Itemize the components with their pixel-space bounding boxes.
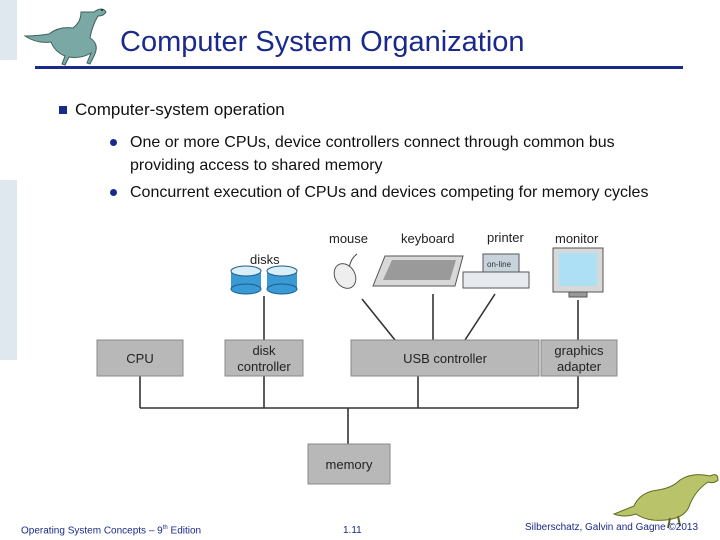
- usb-controller-box: USB controller: [350, 339, 540, 377]
- square-bullet-icon: [59, 106, 67, 114]
- mouse-icon: [333, 253, 358, 289]
- footer-book-title-suffix: Edition: [167, 525, 202, 537]
- disk-controller-label-line2: controller: [237, 359, 291, 374]
- round-bullet-icon: [110, 139, 117, 146]
- keyboard-icon: [372, 255, 464, 287]
- label-disks: disks: [250, 252, 280, 267]
- title-underline: [35, 66, 683, 69]
- cpu-label: CPU: [126, 351, 153, 366]
- memory-label: memory: [326, 457, 373, 472]
- footer-authors: Silberschatz, Galvin and Gagne ©2013: [525, 522, 699, 533]
- printer-icon: on-line: [462, 253, 530, 289]
- disks-icon: [230, 265, 298, 295]
- round-bullet-icon: [110, 189, 117, 196]
- cpu-box: CPU: [96, 339, 184, 377]
- main-bullet-text: Computer-system operation: [75, 100, 285, 119]
- usb-controller-label: USB controller: [403, 351, 487, 366]
- graphics-adapter-label-line1: graphics: [554, 343, 604, 358]
- memory-box: memory: [307, 443, 391, 485]
- sub-bullet-2-text: Concurrent execution of CPUs and devices…: [130, 184, 649, 201]
- sub-bullet-1: One or more CPUs, device controllers con…: [110, 131, 670, 177]
- label-mouse: mouse: [329, 231, 368, 246]
- slide-title: Computer System Organization: [120, 26, 525, 58]
- footer-book-title-prefix: Operating System Concepts – 9: [21, 525, 163, 537]
- printer-online-label: on-line: [487, 260, 512, 269]
- footer-book-title-sup: th: [162, 525, 168, 531]
- page-number: 1.11: [343, 525, 362, 536]
- dinosaur-logo-bottom: [612, 474, 719, 529]
- sub-bullet-1-text: One or more CPUs, device controllers con…: [130, 134, 615, 174]
- left-decor-stripe: [0, 0, 17, 540]
- disk-controller-label-line1: disk: [252, 343, 276, 358]
- main-bullet: Computer-system operation: [59, 100, 285, 120]
- graphics-adapter-label-line2: adapter: [557, 359, 602, 374]
- sub-bullet-2: Concurrent execution of CPUs and devices…: [110, 181, 670, 204]
- monitor-icon: [552, 247, 604, 298]
- disk-controller-box: disk controller: [224, 339, 304, 377]
- label-monitor: monitor: [555, 231, 599, 246]
- label-printer: printer: [487, 230, 525, 245]
- graphics-adapter-box: graphics adapter: [540, 339, 618, 377]
- system-organization-diagram: disks mouse keyboard printer monitor on-…: [96, 230, 618, 485]
- footer-book-title: Operating System Concepts – 9th Edition: [21, 525, 201, 536]
- dinosaur-logo-top: [24, 8, 107, 66]
- label-keyboard: keyboard: [401, 231, 454, 246]
